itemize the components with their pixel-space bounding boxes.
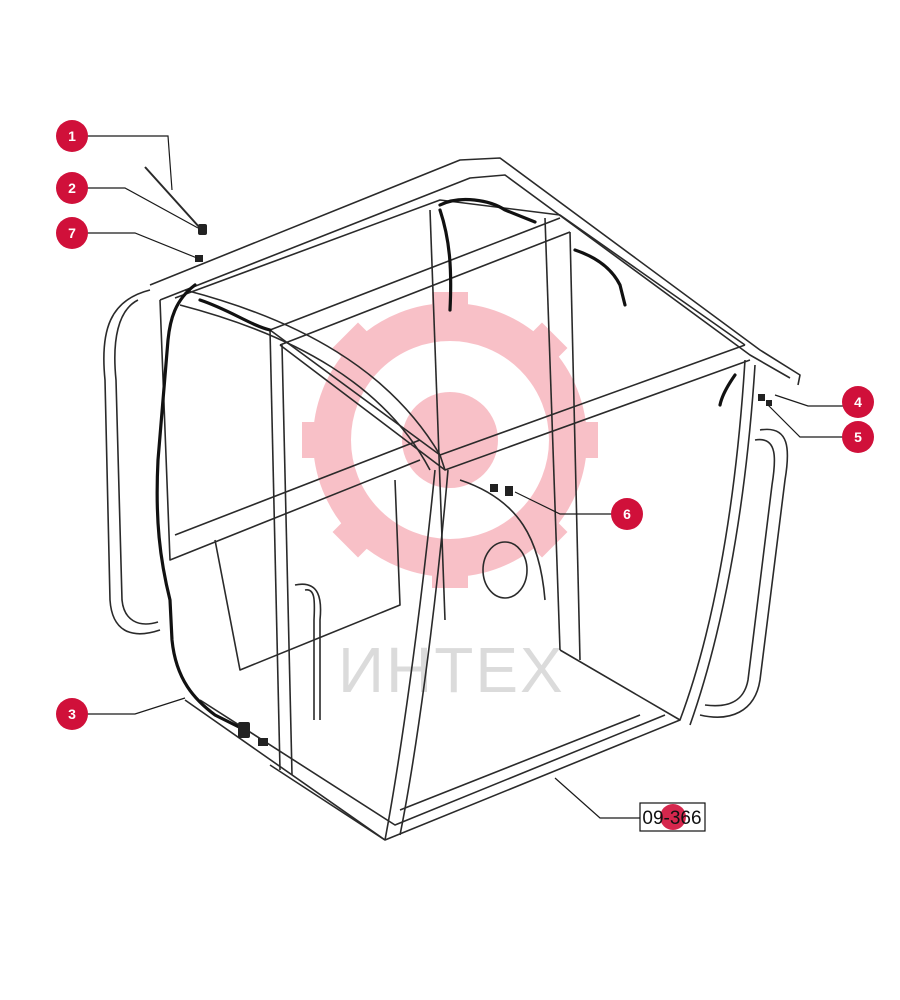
leader-line-3 [87,697,186,715]
leader-lines [87,135,843,819]
leader-line-ref [554,777,640,819]
antenna-part [144,166,201,229]
leader-line-4 [774,394,843,407]
callout-5-label: 5 [854,429,862,445]
callout-3: 3 [56,698,88,730]
leader-line-1 [87,135,173,191]
leader-line-5 [767,404,843,438]
callout-5: 5 [842,421,874,453]
callout-7-label: 7 [68,225,76,241]
leader-line-6 [514,491,612,515]
callout-6: 6 [611,498,643,530]
callout-4: 4 [842,386,874,418]
reference-label: 09-366 [642,808,701,829]
cab-frame [103,157,801,841]
leader-line-2 [87,187,199,229]
callout-2: 2 [56,172,88,204]
reference-label-box: 09-366 [639,802,706,832]
watermark-logo [302,292,598,588]
callout-1-label: 1 [68,128,76,144]
callout-3-label: 3 [68,706,76,722]
callout-1: 1 [56,120,88,152]
connectors [195,224,772,746]
callout-6-label: 6 [623,506,631,522]
callout-2-label: 2 [68,180,76,196]
callout-7: 7 [56,217,88,249]
wiring-harness [155,198,737,732]
watermark-text: ИНТЕХ [338,634,565,706]
leader-line-7 [87,232,198,259]
callout-4-label: 4 [854,394,862,410]
